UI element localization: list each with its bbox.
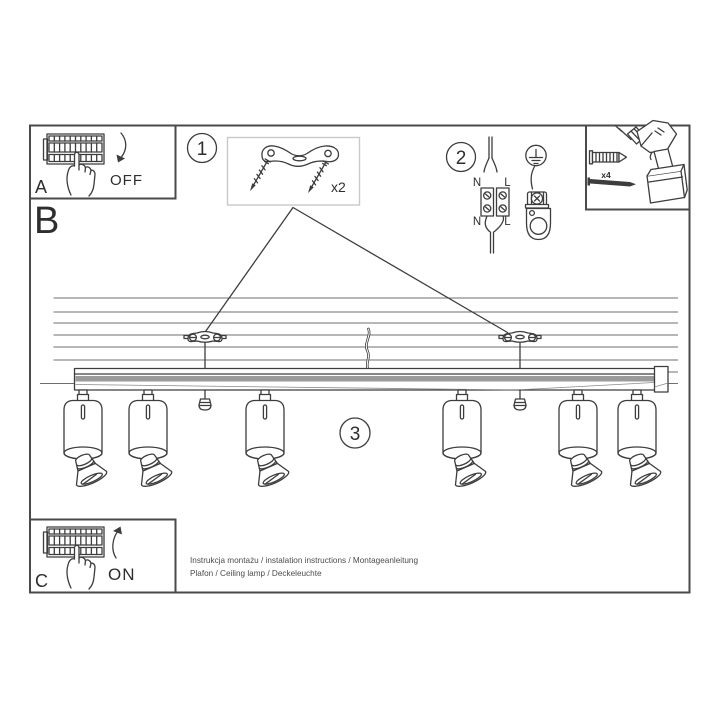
mounting-screw-icon: [304, 160, 329, 196]
drill-icon: [614, 119, 688, 204]
spotlight-icon: [558, 389, 605, 491]
step-2-circle: [445, 141, 477, 173]
wall-anchor-icon: [588, 150, 628, 165]
spotlight-icon: [442, 389, 489, 491]
step-1-parts-box: [226, 136, 361, 206]
terminal-label-l-bottom: L: [504, 216, 511, 228]
panel-a-action-text: OFF: [110, 172, 143, 189]
cable-clamp-icon: [524, 191, 552, 241]
terminal-label-l-top: L: [504, 177, 511, 189]
step-2-number: 2: [456, 148, 467, 169]
footer-line-1: Instrukcja montażu / instalation instruc…: [190, 556, 418, 565]
ceiling-bracket-left: [183, 330, 227, 370]
terminal-label-n-bottom: N: [473, 216, 481, 228]
curved-arrow-down-icon: [116, 132, 127, 163]
panel-c-box: [29, 518, 177, 594]
ceiling-bracket-icon: [498, 330, 542, 343]
terminal-label-n-top: N: [473, 177, 481, 189]
step-1-quantity: x2: [331, 179, 346, 195]
track-end-cap: [653, 365, 669, 393]
anchor-screw-icon: [587, 177, 636, 187]
footer: Instrukcja montażu / instalation instruc…: [190, 556, 418, 578]
track-bar-icon: [73, 365, 669, 393]
step-3-number: 3: [350, 424, 361, 445]
ceiling-hatch: [40, 297, 678, 385]
step-1-number: 1: [197, 139, 208, 160]
power-cable-icon: [483, 136, 505, 254]
step-3-group: 3: [339, 417, 371, 449]
panel-a-label: A: [35, 177, 47, 197]
ceiling-bracket-right: [498, 330, 542, 370]
outer-frame: [29, 124, 691, 594]
tools-box: [585, 124, 691, 211]
mounting-bracket-icon: [261, 145, 340, 167]
step-1-circle: [186, 132, 218, 164]
ceiling-bracket-icon: [183, 330, 227, 343]
locking-knob-icon: [513, 389, 527, 411]
section-b-label: B: [34, 200, 59, 242]
panel-a-breaker-off: A OFF: [29, 124, 177, 200]
ground-wire: [530, 165, 536, 190]
step-3-circle: [339, 417, 371, 449]
circuit-breaker-panel-icon: [42, 526, 105, 558]
spotlight-icon: [245, 389, 292, 491]
panel-a-box: [29, 124, 177, 200]
anchor-quantity: x4: [601, 170, 611, 180]
footer-line-2: Plafon / Ceiling lamp / Deckeleuchte: [190, 569, 322, 578]
circuit-breaker-panel-icon: [42, 133, 105, 165]
ground-symbol-icon: [525, 144, 547, 167]
curved-arrow-up-icon: [112, 526, 122, 559]
step-2-group: 2 N L N L: [445, 136, 552, 254]
terminal-block-icon: [480, 187, 510, 217]
panel-c-breaker-on: C ON: [29, 518, 177, 594]
panel-c-label: C: [35, 571, 48, 591]
spotlight-icon: [63, 389, 110, 491]
spotlight-icon: [617, 389, 664, 491]
locking-knob-icon: [198, 389, 212, 411]
step-1-group: 1 x2: [186, 132, 361, 206]
bracket-leader-lines: [204, 206, 509, 334]
panel-c-action-text: ON: [108, 565, 136, 584]
mounting-screw-icon: [246, 158, 271, 194]
spotlight-icon: [128, 389, 175, 491]
power-cable-from-ceiling: [365, 327, 371, 371]
tools-box-group: x4: [585, 119, 691, 211]
